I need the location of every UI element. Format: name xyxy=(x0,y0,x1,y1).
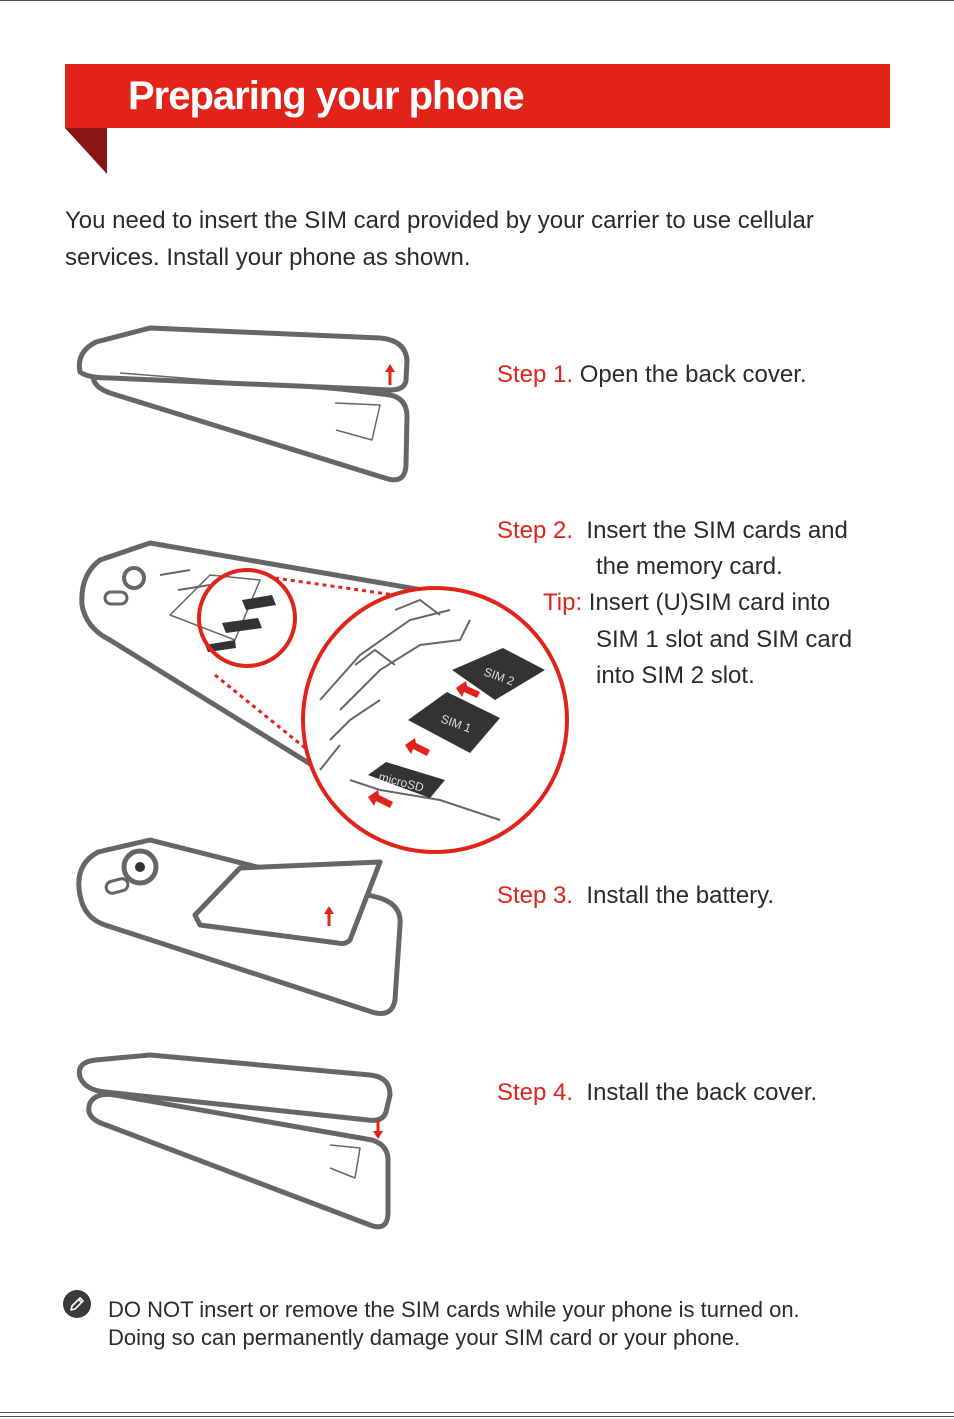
tip: Tip: Insert (U)SIM card into xyxy=(543,585,830,621)
step-1: Step 1. Open the back cover. xyxy=(497,357,807,393)
step-3: Step 3. Install the battery. xyxy=(497,878,774,914)
warning-note: DO NOT insert or remove the SIM cards wh… xyxy=(108,1296,800,1352)
step-2-text: Insert the SIM cards and xyxy=(573,517,848,544)
step1-phone-illustration xyxy=(76,325,410,483)
step-2: Step 2. Insert the SIM cards and xyxy=(497,513,848,549)
zoom-detail: SIM 2 SIM 1 microSD xyxy=(301,586,569,854)
tip-line2: SIM 1 slot and SIM card xyxy=(596,626,853,653)
step-4: Step 4. Install the back cover. xyxy=(497,1075,817,1111)
step-3-text: Install the battery. xyxy=(573,882,775,909)
step-2-text-cont: the memory card. xyxy=(596,553,783,580)
note-line2: Doing so can permanently damage your SIM… xyxy=(108,1325,741,1350)
step-4-label: Step 4. xyxy=(497,1079,574,1106)
insert-arrows xyxy=(368,681,480,808)
zoom-source-circle xyxy=(197,568,297,668)
top-rule xyxy=(0,0,954,1)
bottom-rule xyxy=(0,1412,954,1417)
step3-phone-illustration xyxy=(76,837,403,1016)
tip-line3: into SIM 2 slot. xyxy=(596,662,755,689)
step-4-text: Install the back cover. xyxy=(573,1079,818,1106)
step-2-label: Step 2. xyxy=(497,517,574,544)
microsd-card xyxy=(368,762,445,798)
page-title: Preparing your phone xyxy=(128,74,525,118)
step-1-label: Step 1. xyxy=(497,361,574,388)
sim2-card xyxy=(452,648,545,700)
step4-phone-illustration xyxy=(76,1052,393,1230)
small-cards xyxy=(205,595,276,652)
tip-label: Tip: xyxy=(543,589,583,616)
step-3-label: Step 3. xyxy=(497,882,574,909)
intro-text: You need to insert the SIM card provided… xyxy=(65,207,814,271)
note-line1: DO NOT insert or remove the SIM cards wh… xyxy=(108,1297,800,1322)
pencil-icon xyxy=(63,1290,91,1318)
tip-line1: Insert (U)SIM card into xyxy=(582,589,831,616)
title-banner xyxy=(65,64,890,128)
step-1-text: Open the back cover. xyxy=(573,361,807,388)
zoom-connector-lines xyxy=(214,576,466,762)
banner-fold xyxy=(65,128,107,174)
sim1-card xyxy=(408,692,500,753)
